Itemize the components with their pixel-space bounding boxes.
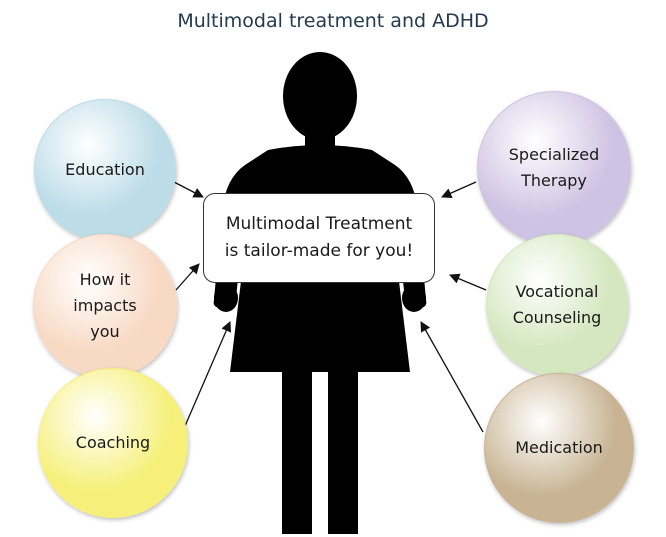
center-message-text: Multimodal Treatment is tailor-made for … [224, 214, 414, 261]
diagram-title: Multimodal treatment and ADHD [177, 10, 489, 32]
arrow-medication [420, 321, 484, 433]
bubble-education-label: Education [65, 160, 145, 179]
center-message-box: Multimodal Treatment is tailor-made for … [203, 193, 435, 283]
bubble-vocational-counseling-label: Vocational Counseling [512, 282, 602, 327]
bubble-how-it-impacts-you: How it impacts you [33, 234, 177, 378]
arrow-impacts [175, 263, 200, 291]
bubble-specialized-therapy: Specialized Therapy [477, 91, 631, 245]
arrow-therapy [441, 181, 477, 198]
bubble-how-it-impacts-you-label: How it impacts you [73, 270, 137, 341]
bubble-education: Education [34, 99, 176, 241]
arrow-education [173, 181, 204, 198]
arrow-coaching [184, 321, 232, 427]
bubble-medication-label: Medication [515, 438, 603, 457]
bubble-vocational-counseling: Vocational Counseling [486, 234, 628, 376]
bubble-medication: Medication [484, 373, 634, 523]
bubble-coaching: Coaching [38, 368, 188, 518]
bubble-specialized-therapy-label: Specialized Therapy [508, 145, 600, 190]
bubble-coaching-label: Coaching [75, 433, 151, 452]
arrows [173, 181, 487, 433]
arrow-vocational [449, 273, 487, 291]
person-silhouette-icon [213, 52, 427, 534]
